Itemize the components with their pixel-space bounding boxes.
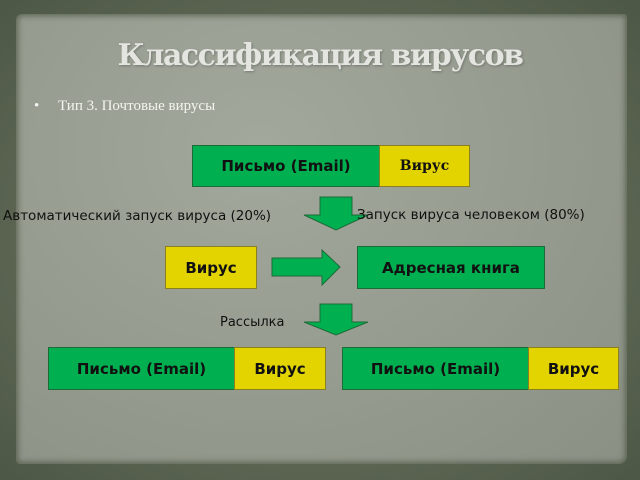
bottom-left-letter-box: Письмо (Email) (48, 347, 235, 390)
human-launch-label: Запуск вируса человеком (80%) (357, 207, 585, 223)
bullet-text: Тип 3. Почтовые вирусы (58, 98, 216, 114)
mailing-label: Рассылка (220, 315, 285, 330)
top-virus-box: Вирус (379, 145, 470, 187)
bullet-icon: • (34, 98, 40, 114)
down-arrow-icon (303, 303, 369, 336)
paper-panel (16, 14, 627, 464)
down-arrow-icon (303, 196, 369, 231)
top-letter-box: Письмо (Email) (192, 145, 380, 187)
address-book-box: Адресная книга (357, 246, 545, 289)
bottom-right-letter-box: Письмо (Email) (342, 347, 529, 390)
bottom-left-virus-box: Вирус (234, 347, 326, 390)
middle-virus-box: Вирус (165, 246, 257, 289)
slide-title: Классификация вирусов (117, 38, 525, 73)
auto-launch-label: Автоматический запуск вируса (20%) (3, 208, 272, 224)
bottom-right-virus-box: Вирус (528, 347, 619, 390)
right-arrow-icon (271, 248, 341, 287)
